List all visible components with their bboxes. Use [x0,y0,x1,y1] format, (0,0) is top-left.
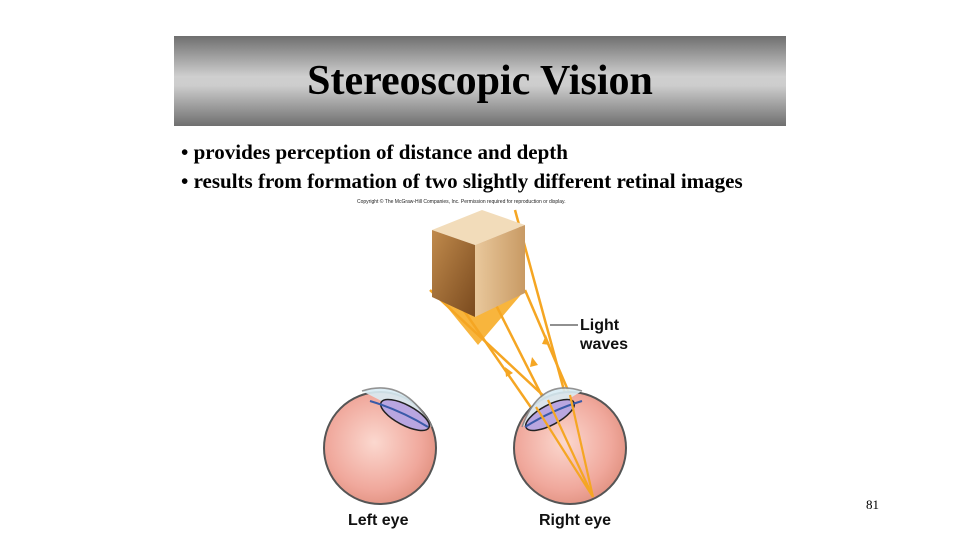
ray-arrows [505,335,550,377]
light-waves-label: Light waves [580,316,628,354]
slide-title: Stereoscopic Vision [307,58,653,104]
bullet-item: provides perception of distance and dept… [181,138,771,167]
title-bar: Stereoscopic Vision [174,36,786,126]
right-eye [513,387,627,505]
light-label-line: Light [580,317,620,334]
bullet-item: results from formation of two slightly d… [181,167,771,196]
cube [432,210,525,317]
bullet-list: provides perception of distance and dept… [181,138,771,196]
left-eye [323,387,437,505]
left-eye-label: Left eye [348,512,409,529]
copyright-notice: Copyright © The McGraw-Hill Companies, I… [357,199,566,205]
stereoscopic-diagram [323,209,627,505]
page-number: 81 [866,497,879,512]
light-label-line: waves [580,336,629,353]
right-eye-label: Right eye [539,512,612,529]
